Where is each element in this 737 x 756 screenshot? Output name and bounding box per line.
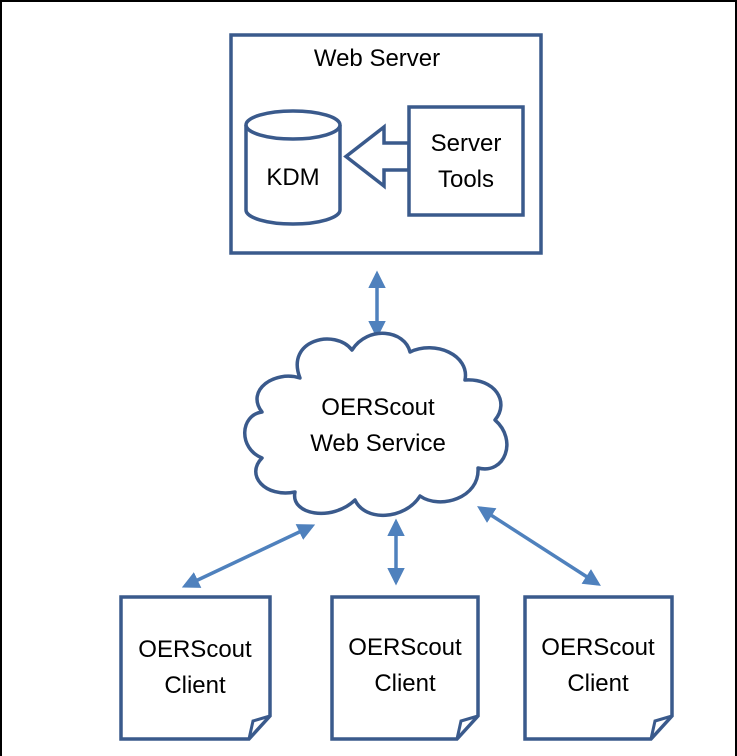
client-left-line2: Client xyxy=(164,672,226,699)
client-right-line2: Client xyxy=(567,670,629,697)
server-tools-line2: Tools xyxy=(438,166,494,193)
web-server-title: Web Server xyxy=(314,45,440,72)
kdm-label: KDM xyxy=(266,164,319,191)
client-middle-line1: OERScout xyxy=(348,634,462,661)
client-left-line1: OERScout xyxy=(138,636,252,663)
server-tools-line1: Server xyxy=(431,130,502,157)
server-tools-box: Server Tools xyxy=(407,105,525,217)
web-service-cloud: OERScout Web Service xyxy=(243,331,509,517)
block-arrow-icon xyxy=(343,123,411,190)
web-server-box: Web Server KDM Server Tools xyxy=(229,33,543,255)
web-service-line2: Web Service xyxy=(310,430,446,457)
client-document-right: OERScout Client xyxy=(523,595,674,741)
client-right-line1: OERScout xyxy=(541,634,655,661)
web-service-line1: OERScout xyxy=(321,394,435,421)
service-client-right-arrow xyxy=(477,506,601,586)
client-middle-line2: Client xyxy=(374,670,436,697)
kdm-database-icon: KDM xyxy=(244,109,342,226)
service-client-left-arrow xyxy=(181,524,316,588)
client-document-left: OERScout Client xyxy=(119,595,272,741)
client-document-middle: OERScout Client xyxy=(330,595,480,741)
